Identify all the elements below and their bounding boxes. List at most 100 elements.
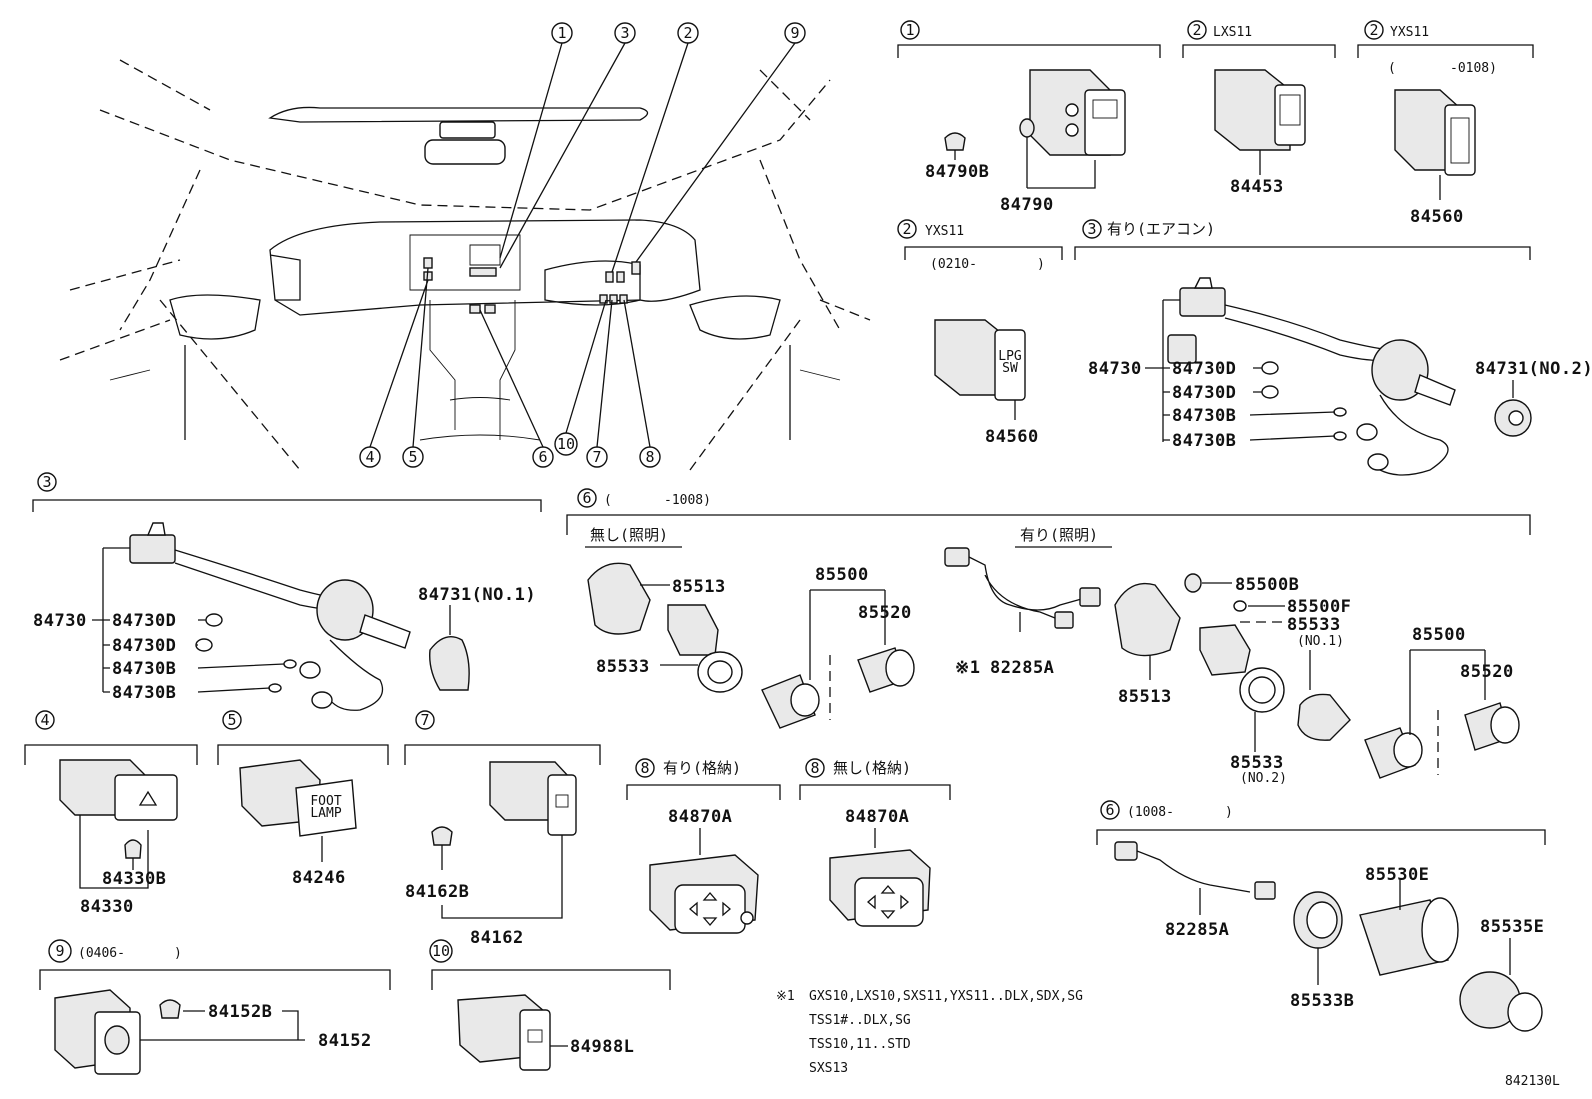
part-84152: 84152 <box>318 1031 372 1051</box>
dashboard-overview <box>59 59 871 471</box>
part-85513-b: 85513 <box>1118 687 1172 707</box>
footnote-mark: ※1 <box>776 989 795 1004</box>
part-84453: 84453 <box>1230 177 1284 197</box>
panel-6-early: 6 ( -1008) 無し(照明) 有り(照明) 85513 85533 855… <box>566 488 1531 786</box>
callout-8: 8 <box>645 448 654 466</box>
part-84730d-a1: 84730D <box>1172 359 1236 379</box>
label-panel2c-no: 2 <box>902 220 911 238</box>
label-panel9-range_close: ) <box>174 946 182 961</box>
part-84790: 84790 <box>1000 195 1054 215</box>
panel-8-retract: 8 有り(格納) 84870A <box>626 758 781 934</box>
part-84162: 84162 <box>470 928 524 948</box>
part-84790b: 84790B <box>925 162 989 182</box>
label-panel5-switch_text-1: LAMP <box>310 806 341 821</box>
part-85513-a: 85513 <box>672 577 726 597</box>
label-panel2a-no: 2 <box>1192 21 1201 39</box>
label-panel2a-variant: LXS11 <box>1213 25 1252 40</box>
panel-7: 7 84162B 84162 <box>404 710 601 948</box>
part-84730d-b2: 84730D <box>112 636 176 656</box>
panel-9: 9 (0406- ) 84152B 84152 <box>39 939 391 1075</box>
callout-1: 1 <box>557 24 566 42</box>
label-panel6b-range_close: ) <box>1225 805 1233 820</box>
label-panel6b-no: 6 <box>1105 801 1114 819</box>
part-84730d-b1: 84730D <box>112 611 176 631</box>
label-panel8a-title: 有り(格納) <box>663 759 741 777</box>
label-panel3a-title: 有り(エアコン) <box>1107 220 1215 238</box>
part-85500b: 85500B <box>1235 575 1299 595</box>
part-84560-a: 84560 <box>1410 207 1464 227</box>
footnote-line-3: TSS10,11..STD <box>809 1037 911 1052</box>
part-84730-b: 84730 <box>33 611 87 631</box>
no1-note: (NO.1) <box>1297 634 1344 649</box>
label-panel6a-range_end: -1008) <box>664 493 711 508</box>
part-85533-b1: 85533 <box>1287 615 1341 635</box>
part-84730b-a1: 84730B <box>1172 406 1236 426</box>
label-panel6a-range_open: ( <box>604 493 612 508</box>
part-84870a-b: 84870A <box>845 807 909 827</box>
callout-6: 6 <box>538 448 547 466</box>
part-82285a-a: 82285A <box>990 658 1054 678</box>
part-84152b: 84152B <box>208 1002 272 1022</box>
label-panel2b-range_end: -0108) <box>1450 61 1497 76</box>
part-84730b-b2: 84730B <box>112 683 176 703</box>
part-85533-a: 85533 <box>596 657 650 677</box>
panel-2-lxs11: 2 LXS11 84453 <box>1182 20 1336 197</box>
footnote-line-1: GXS10,LXS10,SXS11,YXS11..DLX,SDX,SG <box>809 989 1083 1004</box>
label-panel1-no: 1 <box>905 21 914 39</box>
footnote-mark-1: ※1 <box>955 658 980 678</box>
part-84730d-a2: 84730D <box>1172 383 1236 403</box>
label-switch_text_84560-1: SW <box>1002 361 1018 376</box>
label-panel5-no: 5 <box>227 711 236 729</box>
label-panel8b-no: 8 <box>810 759 819 777</box>
label-panel3b-no: 3 <box>42 473 51 491</box>
label-panel6b-range: (1008- <box>1127 805 1174 820</box>
callout-4: 4 <box>365 448 374 466</box>
part-82285a-b: 82285A <box>1165 920 1229 940</box>
label-panel2b-variant: YXS11 <box>1390 25 1429 40</box>
label-panel8a-no: 8 <box>640 759 649 777</box>
part-85530e: 85530E <box>1365 865 1429 885</box>
part-84330: 84330 <box>80 897 134 917</box>
label-panel9-no: 9 <box>55 942 64 960</box>
label-panel2c-variant: YXS11 <box>925 224 964 239</box>
callout-5: 5 <box>408 448 417 466</box>
part-84560-b: 84560 <box>985 427 1039 447</box>
callout-2: 2 <box>683 24 692 42</box>
panel-1: 1 84790B 84790 <box>897 20 1161 215</box>
part-85520-a: 85520 <box>858 603 912 623</box>
label-panel2b-range_open: ( <box>1388 61 1396 76</box>
panel-2-yxs11-late: 2 YXS11 (0210- ) LPG SW 84560 <box>897 219 1063 447</box>
label-panel2c-range: (0210- <box>930 257 977 272</box>
part-85500-a: 85500 <box>815 565 869 585</box>
panel-3-aircon: 3 有り(エアコン) 84730 84730D 84730D 84730B 84… <box>1074 219 1592 476</box>
callout-7: 7 <box>592 448 601 466</box>
part-85500f: 85500F <box>1287 597 1351 617</box>
part-85533b: 85533B <box>1290 991 1354 1011</box>
panel-10: 10 84988L <box>429 939 671 1071</box>
label-panel9-range: (0406- <box>78 946 125 961</box>
callout-9: 9 <box>790 24 799 42</box>
label-panel10-no: 10 <box>432 942 450 960</box>
callout-3: 3 <box>620 24 629 42</box>
part-84988l: 84988L <box>570 1037 634 1057</box>
label-panel2c-range_close: ) <box>1037 257 1045 272</box>
panel-6-late: 6 (1008- ) 82285A 85533B 85530E 85535E <box>1096 800 1546 1032</box>
label-panel5-switch_text-0: FOOT <box>310 794 341 809</box>
part-84162b: 84162B <box>405 882 469 902</box>
label-panel4-no: 4 <box>40 711 49 729</box>
part-85520-b: 85520 <box>1460 662 1514 682</box>
callout-10: 10 <box>557 435 575 453</box>
footnote: ※1 GXS10,LXS10,SXS11,YXS11..DLX,SDX,SG T… <box>776 989 1083 1076</box>
no-illumination-title: 無し(照明) <box>590 526 668 544</box>
label-panel8b-title: 無し(格納) <box>833 759 911 777</box>
panel-3-standard: 3 84730 84730D 84730D 84730B 84730B 8473… <box>32 472 542 711</box>
part-84731-no2: 84731(NO.2) <box>1475 359 1592 379</box>
diagram-code: 842130L <box>1505 1074 1560 1089</box>
part-84731-no1: 84731(NO.1) <box>418 585 536 605</box>
label-panel2b-no: 2 <box>1369 21 1378 39</box>
panel-8-no-retract: 8 無し(格納) 84870A <box>799 758 951 927</box>
panel-4: 4 84330B 84330 <box>24 710 198 917</box>
part-84330b: 84330B <box>102 869 166 889</box>
label-switch_text_84560-0: LPG <box>998 349 1022 364</box>
